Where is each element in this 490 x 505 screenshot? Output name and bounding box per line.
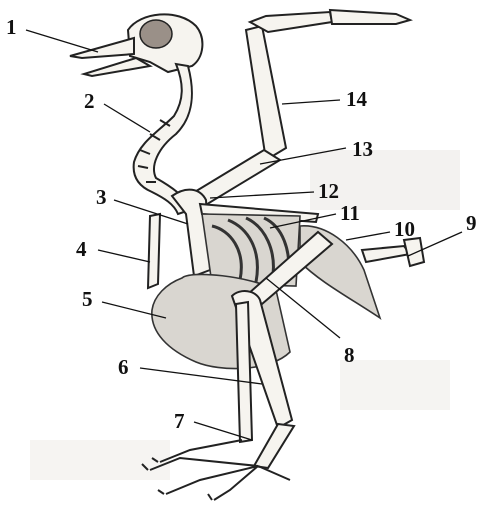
label-4: 4 bbox=[76, 237, 87, 261]
label-5: 5 bbox=[82, 287, 93, 311]
label-6: 6 bbox=[118, 355, 129, 379]
label-11: 11 bbox=[340, 201, 360, 225]
label-10: 10 bbox=[394, 217, 415, 241]
label-8: 8 bbox=[344, 343, 355, 367]
label-14: 14 bbox=[346, 87, 368, 111]
label-2: 2 bbox=[84, 89, 95, 113]
label-12: 12 bbox=[318, 179, 339, 203]
label-13: 13 bbox=[352, 137, 373, 161]
furcula bbox=[148, 214, 160, 288]
label-1: 1 bbox=[6, 15, 17, 39]
label-3: 3 bbox=[96, 185, 107, 209]
label-7: 7 bbox=[174, 409, 185, 433]
label-9: 9 bbox=[466, 211, 477, 235]
